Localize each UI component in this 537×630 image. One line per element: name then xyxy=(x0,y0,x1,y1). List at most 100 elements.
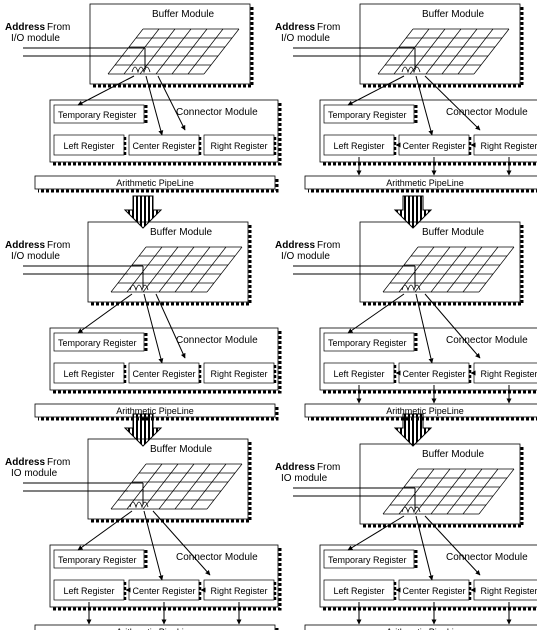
buffer-module-label: Buffer Module xyxy=(422,449,485,460)
connector-module-label: Connector Module xyxy=(176,107,258,118)
transfer-arrow-center xyxy=(415,75,434,136)
address-word: Address xyxy=(275,240,315,251)
transfer-arrow-right xyxy=(155,293,186,359)
address-word: Address xyxy=(5,22,45,33)
left-register: Left Register xyxy=(323,362,397,384)
address-word: Address xyxy=(5,457,45,468)
left-register: Left Register xyxy=(323,579,397,601)
memory-grid xyxy=(110,463,243,510)
transfer-arrow-temp xyxy=(347,515,405,551)
buffer-module-label: Buffer Module xyxy=(422,227,485,238)
temporary-register: Temporary Register xyxy=(53,549,148,569)
arithmetic-pipeline-label: Arithmetic PipeLine xyxy=(116,627,194,630)
io-module-word: I/O module xyxy=(281,251,330,262)
left-register-label: Left Register xyxy=(63,369,114,379)
connector-module-label: Connector Module xyxy=(446,335,528,346)
center-register: Center Register xyxy=(398,579,472,601)
right-register-label: Right Register xyxy=(210,369,267,379)
temporary-register-label: Temporary Register xyxy=(58,110,137,120)
left-register-label: Left Register xyxy=(333,141,384,151)
from-word: From xyxy=(47,22,70,33)
buffer-module-label: Buffer Module xyxy=(152,9,215,20)
connector-module-label: Connector Module xyxy=(446,107,528,118)
from-word: From xyxy=(47,240,70,251)
flow-arrow-right-1 xyxy=(393,195,433,229)
arithmetic-pipeline-label: Arithmetic PipeLine xyxy=(116,178,194,188)
flow-arrow-right-2 xyxy=(393,413,433,447)
right-register-label: Right Register xyxy=(480,369,537,379)
temporary-register: Temporary Register xyxy=(323,104,418,124)
temporary-register-label: Temporary Register xyxy=(58,338,137,348)
arithmetic-pipeline: Arithmetic PipeLine xyxy=(34,403,279,421)
address-word: Address xyxy=(275,462,315,473)
from-word: From xyxy=(317,240,340,251)
arithmetic-pipeline-label: Arithmetic PipeLine xyxy=(116,406,194,416)
buffer-module-label: Buffer Module xyxy=(422,9,485,20)
flow-arrow-left-1 xyxy=(123,195,163,229)
left-register: Left Register xyxy=(323,134,397,156)
transfer-arrow-right xyxy=(424,515,481,576)
access-marks xyxy=(401,506,421,514)
transfer-arrow-temp xyxy=(347,293,405,334)
center-register-label: Center Register xyxy=(402,369,465,379)
memory-grid xyxy=(377,28,510,75)
center-register-label: Center Register xyxy=(402,141,465,151)
transfer-arrow-temp xyxy=(77,510,133,551)
address-word: Address xyxy=(5,240,45,251)
left-register: Left Register xyxy=(53,579,127,601)
center-register-label: Center Register xyxy=(132,586,195,596)
buffer-module-label: Buffer Module xyxy=(150,227,213,238)
connector-module-label: Connector Module xyxy=(176,552,258,563)
left-register: Left Register xyxy=(53,134,127,156)
io-module-word: I/O module xyxy=(281,33,330,44)
io-module-word: I/O module xyxy=(11,251,60,262)
memory-grid xyxy=(107,28,240,75)
right-register: Right Register xyxy=(473,134,537,156)
buffer-module-label: Buffer Module xyxy=(150,444,213,455)
temporary-register-label: Temporary Register xyxy=(58,555,137,565)
transfer-arrow-right xyxy=(152,510,211,576)
temporary-register: Temporary Register xyxy=(53,332,148,352)
temporary-register-label: Temporary Register xyxy=(328,555,407,565)
arithmetic-pipeline: Arithmetic PipeLine xyxy=(34,175,279,193)
center-register: Center Register xyxy=(398,362,472,384)
right-register-label: Right Register xyxy=(210,586,267,596)
arithmetic-pipeline: Arithmetic PipeLine xyxy=(304,403,537,421)
right-register: Right Register xyxy=(203,579,277,601)
transfer-arrow-temp xyxy=(77,293,133,334)
right-register-label: Right Register xyxy=(480,586,537,596)
arithmetic-pipeline: Arithmetic PipeLine xyxy=(34,624,279,630)
center-register-label: Center Register xyxy=(132,141,195,151)
transfer-arrow-temp xyxy=(77,75,135,106)
center-register: Center Register xyxy=(128,134,202,156)
center-register-label: Center Register xyxy=(402,586,465,596)
arithmetic-pipeline-label: Arithmetic PipeLine xyxy=(386,627,464,630)
temporary-register-label: Temporary Register xyxy=(328,338,407,348)
buffer-module: Buffer Module xyxy=(89,3,254,88)
transfer-arrow-center xyxy=(143,510,164,581)
io-module-word: I/O module xyxy=(11,33,60,44)
left-register: Left Register xyxy=(53,362,127,384)
memory-grid xyxy=(382,246,515,293)
memory-grid xyxy=(382,468,515,515)
arithmetic-pipeline-label: Arithmetic PipeLine xyxy=(386,178,464,188)
access-marks xyxy=(129,501,149,509)
arithmetic-pipeline: Arithmetic PipeLine xyxy=(304,175,537,193)
temporary-register: Temporary Register xyxy=(323,549,418,569)
io-module-word: IO module xyxy=(281,473,328,484)
memory-grid xyxy=(110,246,243,293)
